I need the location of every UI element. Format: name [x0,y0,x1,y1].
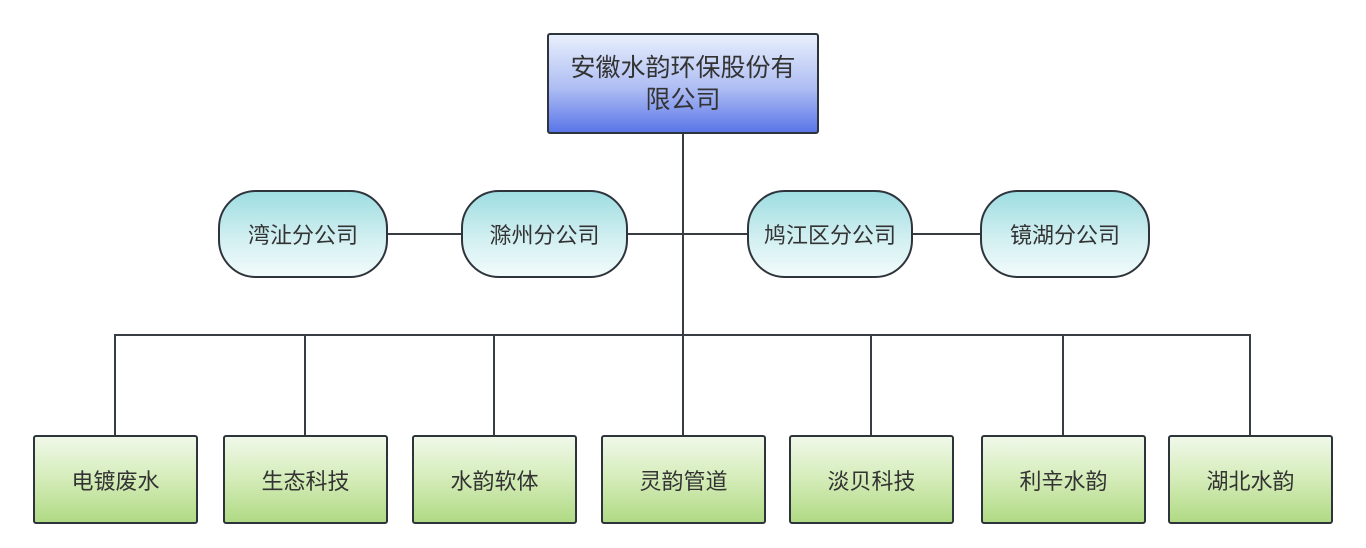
org-node-branch-chuzhou[interactable]: 滁州分公司 [461,190,628,278]
org-node-subsidiary-label: 生态科技 [261,469,350,495]
connector-drop-subsidiary-6 [1062,334,1064,435]
org-node-subsidiary-4[interactable]: 灵韵管道 [601,435,766,524]
connector-root-trunk [682,134,684,336]
org-node-branch-label: 镜湖分公司 [1009,224,1120,249]
org-node-branch-jinghu[interactable]: 镜湖分公司 [980,190,1150,278]
connector-drop-subsidiary-2 [304,334,306,435]
org-node-root[interactable]: 安徽水韵环保股份有限公司 [547,33,819,134]
org-node-subsidiary-7[interactable]: 湖北水韵 [1168,435,1333,524]
org-node-subsidiary-1[interactable]: 电镀废水 [33,435,198,524]
connector-branch-1-2 [388,233,463,235]
org-node-subsidiary-2[interactable]: 生态科技 [223,435,388,524]
connector-branch-2-3 [628,233,749,235]
org-node-branch-wanzhi[interactable]: 湾沚分公司 [218,190,388,278]
org-node-subsidiary-3[interactable]: 水韵软体 [412,435,577,524]
org-node-subsidiary-label: 电镀废水 [71,469,160,495]
org-node-branch-jiujiangqu[interactable]: 鸠江区分公司 [747,190,913,278]
connector-drop-subsidiary-1 [114,334,116,435]
connector-drop-subsidiary-3 [493,334,495,435]
org-node-branch-label: 湾沚分公司 [247,224,358,249]
org-node-subsidiary-5[interactable]: 淡贝科技 [789,435,954,524]
connector-branch-3-4 [913,233,982,235]
org-node-subsidiary-label: 灵韵管道 [639,469,728,495]
org-node-subsidiary-6[interactable]: 利辛水韵 [981,435,1146,524]
org-node-subsidiary-label: 利辛水韵 [1019,469,1108,495]
org-node-branch-label: 鸠江区分公司 [763,224,896,249]
org-node-branch-label: 滁州分公司 [489,224,600,249]
connector-drop-subsidiary-4 [682,334,684,435]
org-node-subsidiary-label: 淡贝科技 [827,469,916,495]
org-node-root-label: 安徽水韵环保股份有限公司 [570,53,796,114]
org-node-subsidiary-label: 水韵软体 [450,469,539,495]
connector-drop-subsidiary-5 [870,334,872,435]
connector-drop-subsidiary-7 [1249,334,1251,435]
org-node-subsidiary-label: 湖北水韵 [1206,469,1295,495]
